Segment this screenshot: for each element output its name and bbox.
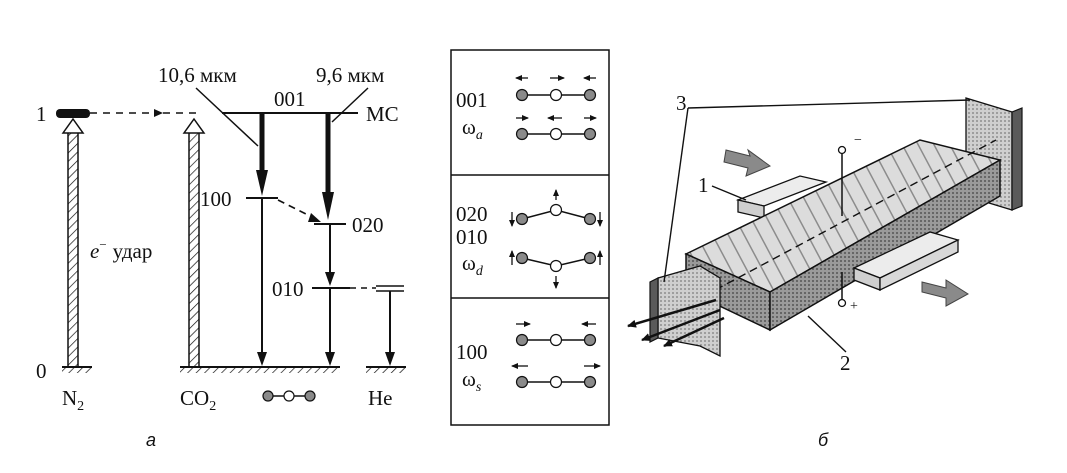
caption-a: а [146,430,156,450]
energy-level-diagram: 1 0 N2 CO2 He e−удар 10,6 мкм 9,6 мкм 00… [36,63,406,450]
label-1: 1 [698,173,709,197]
mode-d-molecule-1 [509,189,603,227]
leader-9-6 [331,87,369,123]
mode-010-code: 010 [456,225,488,249]
n2-level-1-bar [56,109,90,118]
label-3: 3 [676,91,687,115]
mode-a-omega: ωa [462,115,483,143]
output-mirror [649,265,721,358]
electron-impact-label: e−удар [90,237,152,263]
co2-molecule-icon [262,390,316,402]
mode-a-molecule-2 [515,115,597,141]
mode-a-molecule-1 [515,75,597,102]
mode-d-molecule-2 [509,250,603,289]
n2-label: N2 [62,386,84,414]
level-001-label: 001 [274,87,306,111]
gas-outflow-arrow [921,279,969,307]
wavelength-9-6-label: 9,6 мкм [316,63,384,87]
mode-001-code: 001 [456,88,488,112]
minus-sign: − [854,133,862,148]
mode-d-omega: ωd [462,251,484,279]
laser-device-drawing: 3 1 2 − + б [627,91,1023,450]
mode-020-code: 020 [456,202,488,226]
n2-excitation-arrow [61,117,85,368]
co2-label: CO2 [180,386,216,414]
plus-sign: + [850,299,858,314]
level-100-label: 100 [200,187,232,211]
beam-axis [703,139,997,297]
mode-s-molecule-1 [515,321,597,347]
level-0-label: 0 [36,359,47,383]
vibration-modes-table: 001 ωa 020 010 ωd [450,49,610,426]
leader-2 [807,315,847,353]
leader-3-front [663,107,689,283]
wavelength-10-6-label: 10,6 мкм [158,63,237,87]
ground-hatch [62,366,406,373]
lower-electrode-plate [852,231,960,292]
mode-100-code: 100 [456,340,488,364]
leader-3-rear [687,99,971,109]
mode-s-omega: ωs [462,367,482,395]
co2-excitation-arrow [182,117,206,368]
leader-1 [711,185,747,201]
ms-label: МС [366,102,399,126]
level-020-label: 020 [352,213,384,237]
table-frame [450,49,610,426]
level-1-label: 1 [36,102,47,126]
mode-s-molecule-2 [511,363,601,389]
transfer-arrowhead [154,109,163,117]
label-2: 2 [840,351,851,375]
caption-b: б [818,430,829,450]
output-beams [627,298,725,348]
level-010-label: 010 [272,277,304,301]
gas-inflow-arrow [723,148,772,177]
leader-10-6 [195,87,259,147]
he-label: He [368,386,393,410]
